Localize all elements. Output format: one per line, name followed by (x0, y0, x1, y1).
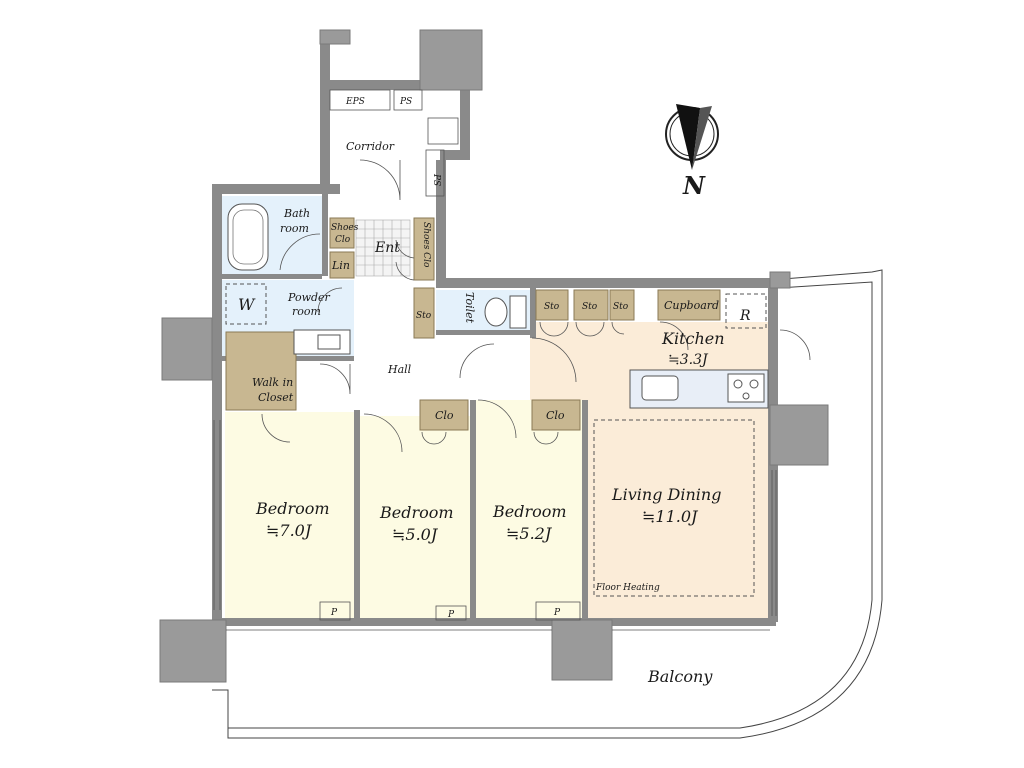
meter-box (427, 117, 459, 145)
walk-in-closet-label-line2: Closet (258, 391, 294, 404)
eps-box (329, 89, 391, 111)
stove-icon (727, 373, 765, 403)
ps-box-top (393, 89, 423, 111)
balcony-label: Balcony (647, 667, 713, 686)
bedroom-3-label: Bedroom (492, 502, 567, 521)
corridor-label: Corridor (346, 140, 395, 153)
washer-space (225, 283, 267, 325)
cupboard-box (657, 289, 721, 321)
cupboard-label: Cupboard (664, 299, 719, 312)
bathtub-icon (227, 203, 269, 271)
structural-pillars (159, 29, 829, 683)
pipe-box-2 (435, 605, 467, 621)
bedroom-3-size-label: ≒5.2J (506, 524, 553, 543)
kitchen-size-label: ≒3.3J (668, 352, 709, 368)
floor-heating-area (593, 419, 755, 597)
shoes-closet-vertical-box (413, 217, 435, 281)
bedroom-2-label: Bedroom (379, 503, 454, 522)
shoes-closet-label-line2: Clo (335, 235, 351, 245)
ps-box-side (425, 149, 445, 197)
floor-heating-label: Floor Heating (595, 583, 660, 593)
living-dining-label: Living Dining (611, 485, 721, 504)
ps-top-label: PS (399, 97, 412, 107)
pipe-box-1 (319, 601, 351, 621)
burner-icon (749, 379, 759, 389)
fridge-label: R (739, 308, 751, 324)
washbasin-icon (293, 329, 351, 355)
shoes-closet-vertical-label: Shoes Clo (421, 222, 431, 268)
storage-2-label: Sto (582, 302, 598, 312)
kitchen-label: Kitchen (661, 329, 725, 348)
eps-label: EPS (345, 97, 365, 107)
bedroom-3-floor (475, 400, 585, 622)
hall-storage-box (413, 287, 435, 339)
shoes-closet-box (329, 217, 355, 249)
pipe-label-3: P (553, 608, 561, 618)
bedroom-1-floor (225, 412, 355, 622)
bedroom-2-size-label: ≒5.0J (392, 525, 439, 544)
window-lines (213, 420, 777, 631)
bathtub-inner-icon (232, 209, 264, 265)
closet-2-label: Clo (546, 409, 565, 422)
storage-2-box (573, 289, 609, 321)
sink-icon (641, 375, 679, 401)
walk-in-closet-label-line1: Walk in (252, 376, 293, 389)
storage-1-box (535, 289, 569, 321)
powder-room-label-line1: Powder (287, 291, 331, 304)
hall-storage-label: Sto (416, 311, 432, 321)
toilet-tank-icon (509, 295, 527, 329)
bathroom-label-line2: room (280, 222, 309, 235)
burner-icon (742, 392, 750, 400)
closet-1-box (419, 399, 469, 431)
storage-3-box (609, 289, 635, 321)
bedroom-1-size-label: ≒7.0J (266, 521, 313, 540)
toilet-bowl-icon (484, 297, 508, 327)
pipe-label-2: P (447, 610, 455, 620)
pipe-label-1: P (330, 608, 338, 618)
pipe-box-3 (535, 601, 581, 621)
fridge-space (725, 293, 767, 329)
shoes-closet-label-line1: Shoes (331, 223, 359, 233)
toilet-label: Toilet (463, 292, 476, 324)
balcony-outline (212, 269, 883, 739)
compass-label: N (682, 171, 706, 200)
ps-side-label: PS (431, 173, 441, 186)
washer-label: W (238, 295, 256, 314)
door-swings (261, 159, 811, 453)
bedroom-2-floor (360, 416, 470, 622)
entry-tile-grid (355, 219, 411, 277)
compass-icon (665, 104, 719, 170)
burner-icon (733, 379, 743, 389)
powder-room-label-line2: room (292, 305, 321, 318)
walk-in-closet-box (225, 331, 297, 411)
storage-1-label: Sto (544, 302, 560, 312)
storage-3-label: Sto (613, 302, 629, 312)
entrance-label: Ent (374, 240, 400, 256)
living-dining-size-label: ≒11.0J (642, 507, 699, 526)
closet-2-box (531, 399, 581, 431)
linen-closet-box (329, 251, 355, 279)
closet-1-label: Clo (435, 409, 454, 422)
washbasin-bowl-icon (317, 334, 341, 350)
linen-label: Lin (331, 259, 350, 272)
hall-label: Hall (387, 363, 412, 376)
bathroom-label-line1: Bath (283, 207, 310, 220)
bedroom-1-label: Bedroom (255, 499, 330, 518)
